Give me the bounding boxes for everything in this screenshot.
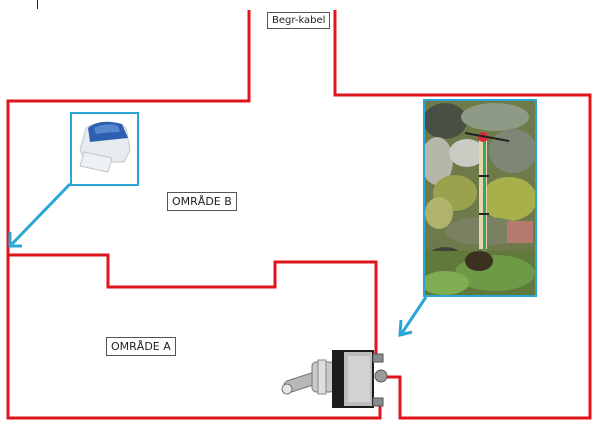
area-b-label: OMRÅDE B <box>167 192 237 211</box>
photo-arrow <box>398 296 428 337</box>
wire-connector-image <box>70 112 139 186</box>
toggle-switch-image <box>281 350 388 408</box>
garden-photo-image <box>421 101 537 295</box>
garden-cable-photo <box>421 99 537 297</box>
connector-arrow <box>8 182 72 248</box>
boundary-wire-right <box>333 10 592 420</box>
text-cursor <box>37 0 38 9</box>
boundary-wire-left <box>6 10 382 420</box>
area-a-label: OMRÅDE A <box>106 337 176 356</box>
cable-label: Begr-kabel <box>267 12 331 29</box>
divider-wire <box>8 253 378 355</box>
